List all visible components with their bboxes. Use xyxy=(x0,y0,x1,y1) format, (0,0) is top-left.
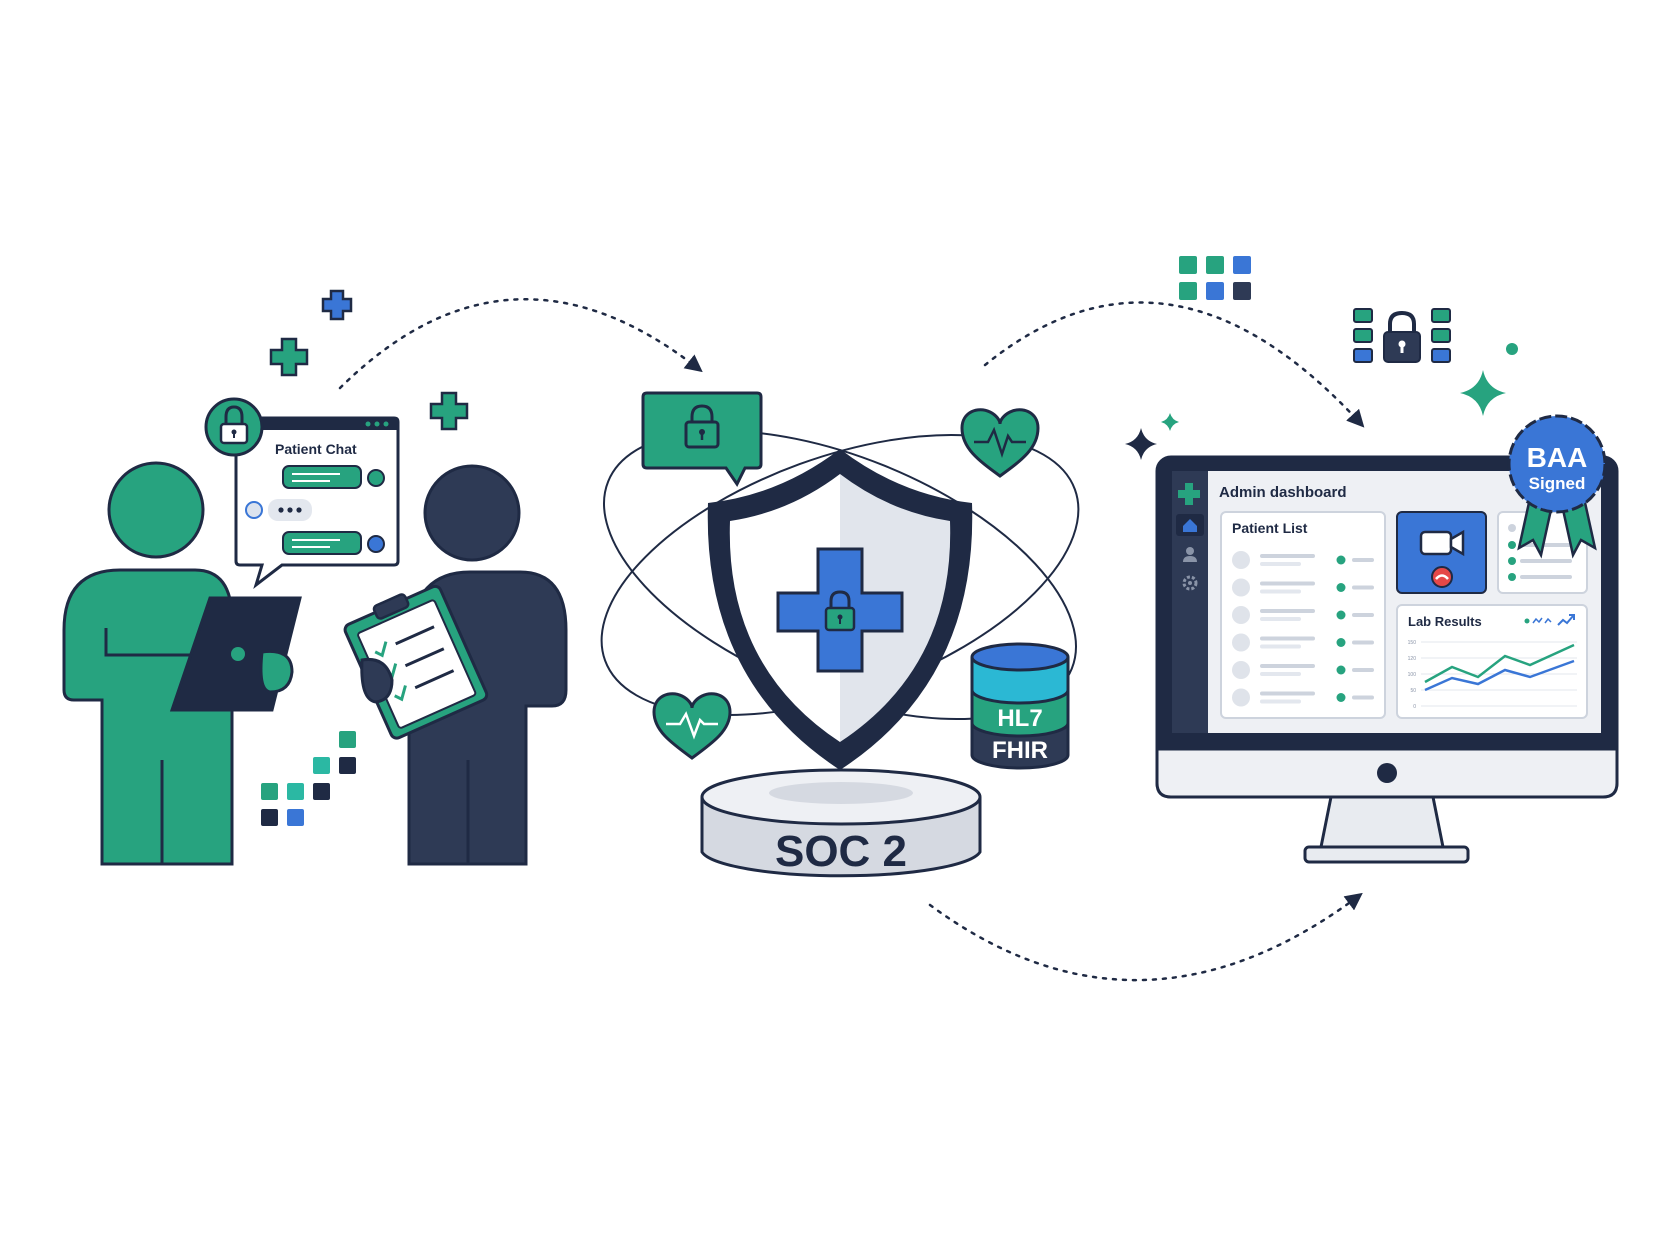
badge-line-2: Signed xyxy=(1529,474,1586,493)
list-item[interactable] xyxy=(1232,633,1374,652)
avatar xyxy=(1232,661,1250,679)
list-item[interactable] xyxy=(1232,606,1374,624)
avatar xyxy=(1232,578,1250,597)
dashboard-title: Admin dashboard xyxy=(1219,484,1347,501)
lock-icon xyxy=(824,590,856,632)
medical-cross-icon xyxy=(1178,483,1200,505)
chat-bubble-outgoing xyxy=(282,465,362,489)
administrator-person xyxy=(343,464,568,866)
heart-pulse-icon xyxy=(960,408,1040,478)
avatar xyxy=(1232,551,1250,569)
patient-list-title: Patient List xyxy=(1232,520,1308,536)
chat-bubble-outgoing xyxy=(282,531,362,555)
lock-icon xyxy=(684,404,720,449)
list-item[interactable] xyxy=(1232,578,1374,597)
pixel-squares xyxy=(261,731,356,826)
legend-icons xyxy=(1524,614,1575,626)
avatar xyxy=(367,469,385,487)
status-dot xyxy=(1336,665,1346,675)
patient-chat-window: Patient Chat xyxy=(204,397,400,590)
chat-title: Patient Chat xyxy=(275,441,357,457)
status-dot xyxy=(1336,693,1346,702)
lab-tick-label: 100 xyxy=(1408,672,1417,678)
secure-message-bubble xyxy=(641,391,763,487)
status-dot xyxy=(1336,583,1346,592)
lab-results-title: Lab Results xyxy=(1408,614,1482,629)
status-dot xyxy=(1336,638,1346,647)
lab-tick-label: 0 xyxy=(1413,704,1416,710)
flow-arrows xyxy=(338,298,1365,982)
arrow-platform-to-dashboard xyxy=(983,301,1365,428)
avatar xyxy=(1232,606,1250,624)
video-call-button[interactable] xyxy=(1396,511,1487,594)
lab-tick-label: 50 xyxy=(1410,688,1416,694)
end-call-icon xyxy=(1431,566,1453,588)
avatar xyxy=(1232,633,1250,652)
fhir-label: FHIR xyxy=(992,737,1048,764)
video-call-icon xyxy=(1419,529,1465,557)
status-dot xyxy=(1336,555,1346,565)
arrow-bottom-loop xyxy=(928,892,1363,982)
lab-tick-label: 150 xyxy=(1408,640,1417,646)
patient-list-card: Patient List xyxy=(1220,511,1386,719)
avatar xyxy=(1232,688,1250,707)
lock-icon xyxy=(204,397,264,457)
security-shield xyxy=(707,449,973,770)
medical-cross-icon xyxy=(776,547,904,673)
list-item[interactable] xyxy=(1232,688,1374,707)
plus-icon xyxy=(321,289,353,321)
lock-icon xyxy=(1383,310,1421,363)
lab-series-blue xyxy=(1424,659,1575,692)
clinician-person xyxy=(62,461,302,866)
plus-icon xyxy=(429,391,469,431)
patient-rows xyxy=(1232,551,1374,707)
badge-line-1: BAA xyxy=(1527,442,1588,473)
pixel-squares xyxy=(1179,256,1251,300)
status-dot xyxy=(1336,610,1346,620)
database-icon: HL7 FHIR xyxy=(970,642,1070,770)
lab-series-green xyxy=(1424,643,1575,684)
arrow-people-to-platform xyxy=(338,298,703,390)
lab-tick-label: 120 xyxy=(1408,656,1417,662)
hl7-label: HL7 xyxy=(997,705,1042,732)
list-item[interactable] xyxy=(1232,661,1374,679)
list-item[interactable] xyxy=(1232,551,1374,569)
baa-signed-badge: BAA Signed xyxy=(1507,414,1607,559)
soc2-label: SOC 2 xyxy=(775,827,907,876)
soc2-pedestal: SOC 2 xyxy=(700,768,982,878)
plus-icon xyxy=(269,337,309,377)
sparkle-icon xyxy=(1125,343,1518,460)
home-icon xyxy=(1183,519,1197,532)
avatar xyxy=(245,501,263,519)
avatar xyxy=(367,535,385,553)
heart-pulse-icon xyxy=(652,692,732,760)
lab-results-card: Lab Results 150 120 100 50 0 xyxy=(1396,604,1588,719)
gear-icon[interactable] xyxy=(1182,575,1198,591)
lab-axis-ticks: 150 120 100 50 0 xyxy=(1408,640,1417,710)
encrypted-data-lock xyxy=(1353,308,1451,363)
user-icon[interactable] xyxy=(1183,547,1197,562)
